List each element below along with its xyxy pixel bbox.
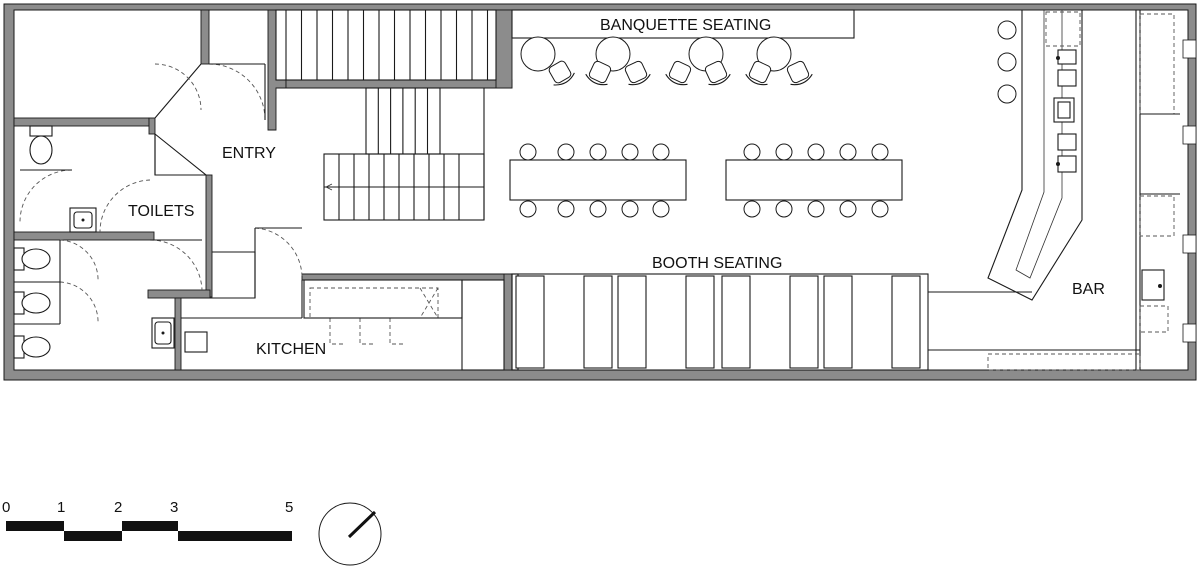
entry-area xyxy=(14,132,208,371)
wc-icon xyxy=(13,247,51,271)
booth-bench xyxy=(515,275,545,369)
toilet-fixtures xyxy=(13,125,175,359)
stool xyxy=(743,143,761,161)
stool xyxy=(839,143,857,161)
chair-icon xyxy=(548,60,575,86)
booth-bench xyxy=(617,275,647,369)
chair-icon xyxy=(704,60,731,86)
communal-tables xyxy=(509,143,903,218)
top-stair xyxy=(275,9,497,81)
label-booth-seating: BOOTH SEATING xyxy=(652,255,782,272)
label-toilets: TOILETS xyxy=(128,203,194,220)
scale-tick-5: 5 xyxy=(285,499,293,516)
booth-seating xyxy=(511,273,929,371)
stool xyxy=(557,143,575,161)
stool xyxy=(621,200,639,218)
stool xyxy=(519,200,537,218)
kitchen-area xyxy=(181,227,505,371)
stool xyxy=(871,200,889,218)
storage-room xyxy=(154,63,266,121)
scale-tick-1: 1 xyxy=(57,499,65,516)
stool xyxy=(589,143,607,161)
booth-bench xyxy=(721,275,751,369)
chair-icon xyxy=(745,60,772,86)
chair-icon xyxy=(624,60,651,86)
label-kitchen: KITCHEN xyxy=(256,341,326,358)
label-entry: ENTRY xyxy=(222,145,276,162)
round-table xyxy=(595,36,631,72)
booth-bench xyxy=(789,275,819,369)
stool xyxy=(807,200,825,218)
chair-icon xyxy=(665,60,692,86)
stool xyxy=(589,200,607,218)
chair-icon xyxy=(786,60,813,86)
stool xyxy=(652,143,670,161)
label-bar: BAR xyxy=(1072,281,1105,298)
booth-bench xyxy=(685,275,715,369)
bar-area xyxy=(928,9,1180,371)
stool xyxy=(519,143,537,161)
stool xyxy=(557,200,575,218)
booth-bench xyxy=(583,275,613,369)
booth-bench xyxy=(823,275,853,369)
round-table xyxy=(756,36,792,72)
north-arrow-icon xyxy=(318,502,382,566)
wc-icon xyxy=(13,335,51,359)
basin-icon xyxy=(151,317,175,349)
stool xyxy=(871,143,889,161)
middle-stair xyxy=(365,87,441,155)
stool xyxy=(775,143,793,161)
stool xyxy=(839,200,857,218)
stool xyxy=(621,143,639,161)
booth-bench xyxy=(891,275,921,369)
round-table xyxy=(520,36,556,72)
scale-tick-0: 0 xyxy=(2,499,10,516)
stool xyxy=(652,200,670,218)
interior-walls xyxy=(13,9,513,371)
lower-stair xyxy=(323,88,485,221)
wc-icon xyxy=(29,125,53,165)
label-banquette-seating: BANQUETTE SEATING xyxy=(600,17,771,34)
stool xyxy=(775,200,793,218)
scale-tick-3: 3 xyxy=(170,499,178,516)
basin-icon xyxy=(69,207,97,233)
stool xyxy=(807,143,825,161)
stool xyxy=(743,200,761,218)
chair-icon xyxy=(585,60,612,86)
room-labels: BANQUETTE SEATING ENTRY TOILETS BOOTH SE… xyxy=(128,17,1105,358)
wc-icon xyxy=(13,291,51,315)
scale-bar: 0 1 2 3 5 xyxy=(2,499,293,541)
banquette-seating xyxy=(511,9,855,86)
scale-tick-2: 2 xyxy=(114,499,122,516)
